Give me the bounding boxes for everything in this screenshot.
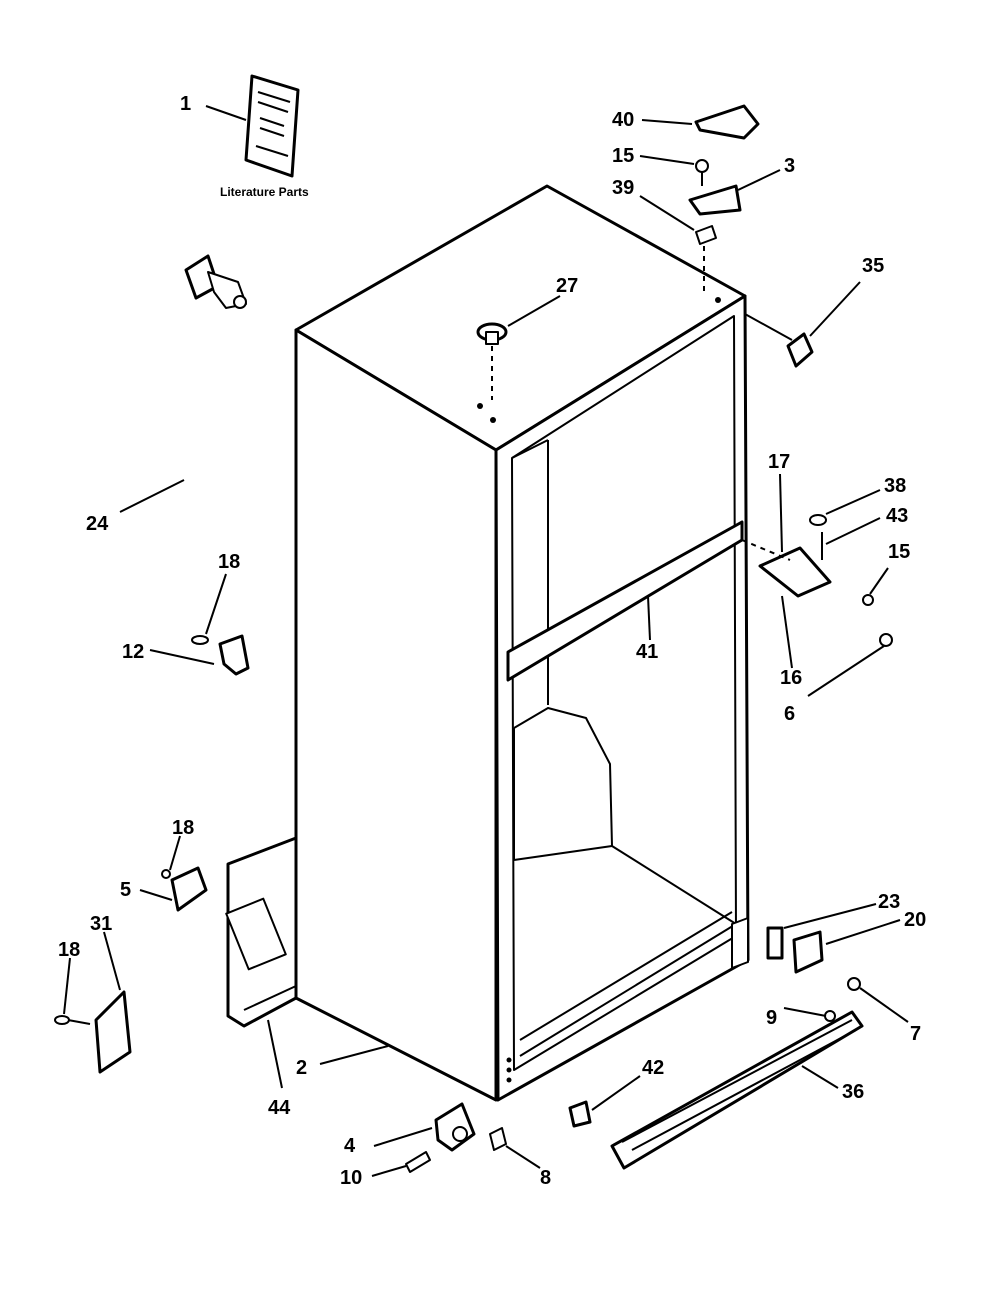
callout-35: 35 <box>862 255 884 277</box>
callout-labels: 1 40 15 3 39 35 27 24 18 12 17 38 43 15 … <box>58 93 926 1189</box>
callout-1: 1 <box>180 93 191 115</box>
callout-36: 36 <box>842 1081 864 1103</box>
callout-42: 42 <box>642 1057 664 1079</box>
callout-41: 41 <box>636 641 658 663</box>
callout-7: 7 <box>910 1023 921 1045</box>
hinge-spacer <box>695 225 717 245</box>
callout-3: 3 <box>784 155 795 177</box>
literature-caption: Literature Parts <box>220 185 309 199</box>
callout-18c: 18 <box>58 939 80 961</box>
refrigerator-cabinet <box>294 184 750 1102</box>
callout-44: 44 <box>268 1097 291 1119</box>
base-grille <box>610 1010 864 1170</box>
top-plug <box>476 322 508 400</box>
callout-2: 2 <box>296 1057 307 1079</box>
callout-23: 23 <box>878 891 900 913</box>
roller-assembly <box>405 1102 507 1173</box>
callout-15b: 15 <box>888 541 910 563</box>
hinge-pin-cover <box>786 332 814 368</box>
callout-18: 18 <box>218 551 240 573</box>
callout-15: 15 <box>612 145 634 167</box>
callout-31: 31 <box>90 913 112 935</box>
callout-39: 39 <box>612 177 634 199</box>
grille-clip <box>568 1100 592 1128</box>
lower-hinge-right <box>766 926 861 1022</box>
callout-5: 5 <box>120 879 131 901</box>
callout-6: 6 <box>784 703 795 725</box>
literature-parts: Literature Parts <box>220 74 309 199</box>
leader-lines <box>63 105 909 1177</box>
callout-24: 24 <box>86 513 109 535</box>
callout-20: 20 <box>904 909 926 931</box>
top-hinge-assembly <box>688 104 760 296</box>
rear-access-panel <box>225 836 298 1028</box>
callout-40: 40 <box>612 109 634 131</box>
handle-bracket <box>184 254 247 309</box>
center-hinge-left <box>191 634 250 676</box>
callout-8: 8 <box>540 1167 551 1189</box>
callout-27: 27 <box>556 275 578 297</box>
hinge-cover <box>694 104 760 140</box>
callout-12: 12 <box>122 641 144 663</box>
callout-38: 38 <box>884 475 906 497</box>
callout-43: 43 <box>886 505 908 527</box>
callout-16: 16 <box>780 667 802 689</box>
callout-18b: 18 <box>172 817 194 839</box>
hinge-cover-lower <box>54 990 132 1074</box>
callout-10: 10 <box>340 1167 362 1189</box>
callout-4: 4 <box>344 1135 356 1157</box>
callout-9: 9 <box>766 1007 777 1029</box>
callout-17: 17 <box>768 451 790 473</box>
center-hinge-right <box>741 514 893 647</box>
lower-hinge-left <box>161 866 208 912</box>
hinge-screw-top <box>695 159 709 173</box>
top-hinge <box>688 184 742 216</box>
